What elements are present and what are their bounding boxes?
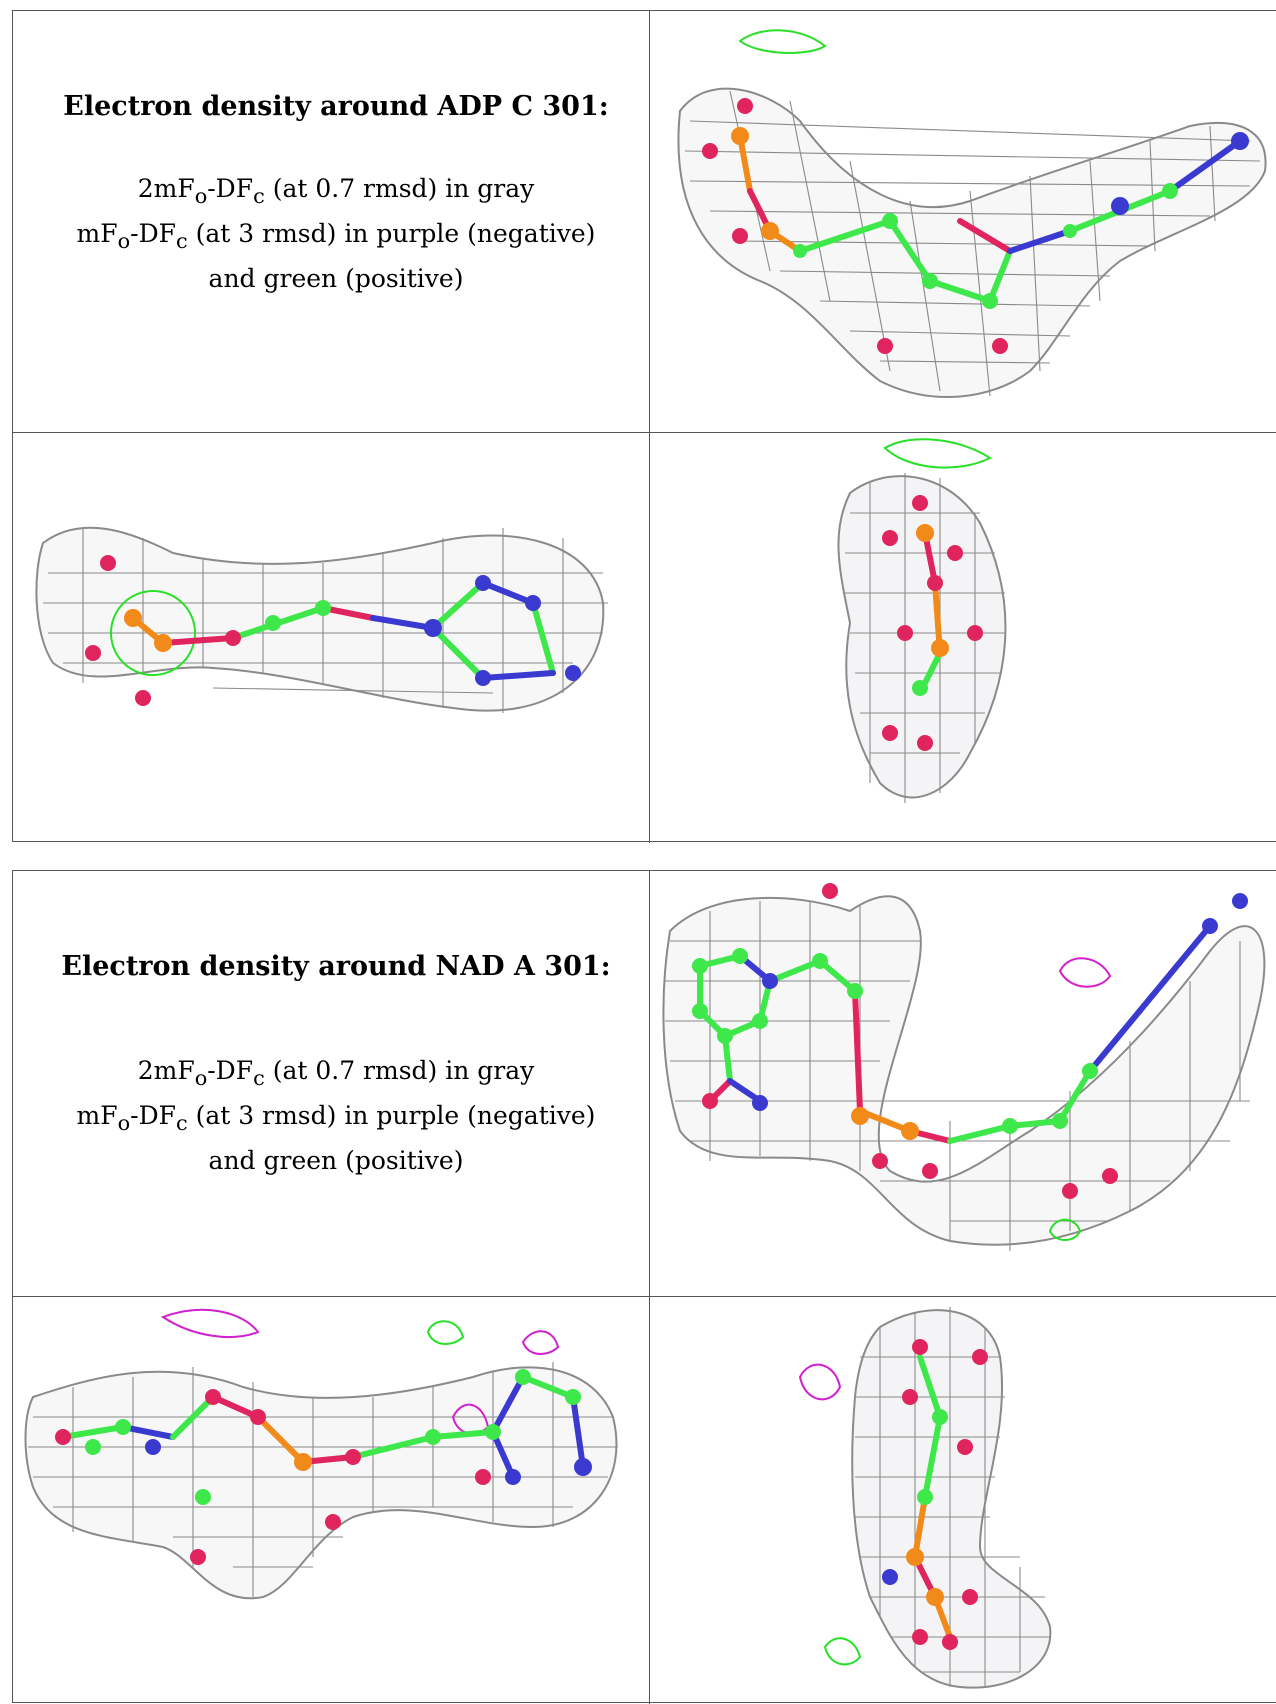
nad-density-view-3 — [798, 1307, 1052, 1689]
adp-title: Electron density around ADP C 301: — [63, 91, 609, 122]
nad-ligand-model — [60, 1374, 586, 1480]
nad-density-view-1 — [662, 883, 1266, 1251]
adp-density-view-2 — [35, 526, 608, 713]
adp-density-panel: Electron density around ADP C 301: 2mFo-… — [12, 10, 1276, 843]
mesh-lines — [665, 901, 1250, 1251]
adp-atoms — [702, 98, 1249, 354]
adp-description: Electron density around ADP C 301: 2mFo-… — [13, 91, 659, 297]
mesh-lines — [855, 1307, 1050, 1687]
panel-divider-vertical — [649, 11, 650, 843]
panel-divider-vertical — [649, 871, 650, 1704]
legend-line-colors: and green (positive) — [208, 264, 464, 293]
nad-atoms — [55, 1369, 592, 1565]
nad-density-view-2 — [24, 1308, 618, 1600]
legend-line-fofc: mFo-DFc (at 3 rmsd) in purple (negative) — [76, 219, 596, 253]
nad-atoms — [692, 883, 1248, 1199]
panel-divider-horizontal — [13, 432, 1276, 433]
adp-legend: 2mFo-DFc (at 0.7 rmsd) in gray mFo-DFc (… — [13, 170, 659, 297]
mesh-lines — [28, 1362, 618, 1597]
adp-ligand-model — [737, 133, 1243, 304]
adp-atoms — [85, 555, 581, 706]
nad-density-panel: Electron density around NAD A 301: 2mFo-… — [12, 870, 1276, 1704]
nad-legend: 2mFo-DFc (at 0.7 rmsd) in gray mFo-DFc (… — [13, 1052, 659, 1179]
legend-line-2fofc: 2mFo-DFc (at 0.7 rmsd) in gray — [137, 174, 535, 208]
adp-density-view-1 — [677, 29, 1267, 398]
nad-description: Electron density around NAD A 301: 2mFo-… — [13, 951, 659, 1179]
legend-line-2fofc: 2mFo-DFc (at 0.7 rmsd) in gray — [137, 1056, 535, 1090]
panel-divider-horizontal — [13, 1296, 1276, 1297]
nad-title: Electron density around NAD A 301: — [61, 951, 611, 982]
nad-atoms — [882, 1339, 988, 1650]
legend-line-fofc: mFo-DFc (at 3 rmsd) in purple (negative) — [76, 1101, 596, 1135]
adp-density-view-3 — [837, 438, 1007, 803]
legend-line-colors: and green (positive) — [208, 1146, 464, 1175]
adp-atoms — [882, 495, 983, 751]
